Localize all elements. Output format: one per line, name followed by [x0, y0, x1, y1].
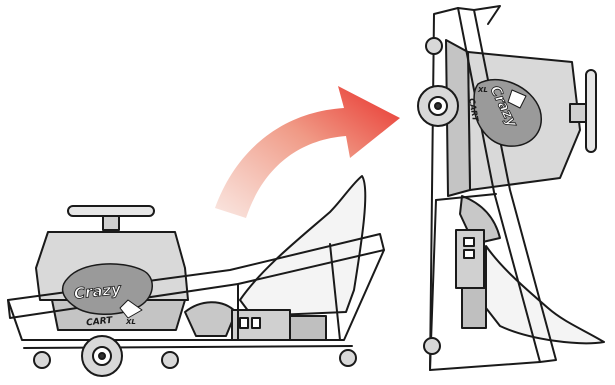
seat [486, 246, 604, 343]
logo-mark-right: XL [477, 86, 488, 94]
steering-wheel-icon [586, 70, 596, 152]
wheel-icon [418, 86, 458, 126]
rotate-arrow-icon [215, 86, 400, 218]
wheel-icon [82, 336, 122, 376]
steering-wheel-icon [68, 206, 154, 216]
kart-vertical [418, 6, 604, 370]
seat [240, 176, 365, 316]
logo-mark-left: XL [125, 318, 136, 326]
kart-horizontal [8, 176, 384, 376]
